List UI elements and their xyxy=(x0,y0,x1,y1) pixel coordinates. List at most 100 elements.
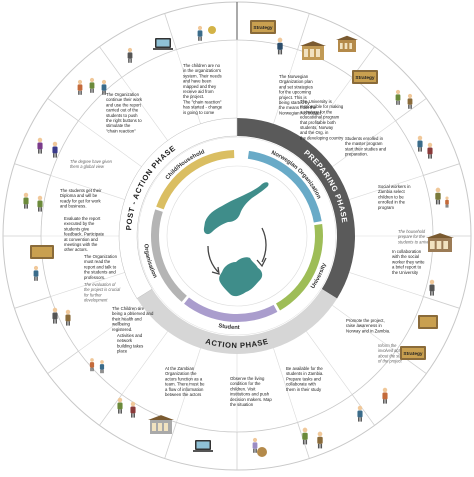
text-line: being a observed and xyxy=(112,311,154,316)
text-sector-divider xyxy=(121,77,168,141)
text-sectors xyxy=(41,40,433,432)
text-line: a flow of information xyxy=(165,387,204,392)
text-line: institutions and push xyxy=(230,392,270,397)
report-board-icon xyxy=(418,315,438,329)
text-line: between the actors xyxy=(165,392,201,397)
graduate-person-icon xyxy=(37,137,43,154)
network-person-icon xyxy=(117,397,123,414)
text-line: place xyxy=(117,349,128,354)
text-line: The University is xyxy=(300,99,332,104)
text-sector-divider xyxy=(349,272,424,297)
text-line: them in their study xyxy=(286,387,322,392)
text-line: and the Org. in xyxy=(300,130,329,135)
children-group-icon xyxy=(89,77,95,93)
student-person-icon xyxy=(65,309,71,326)
text-line: for the upcoming xyxy=(279,90,312,95)
household-house-icon xyxy=(426,233,454,252)
text-line: has started - change xyxy=(183,105,223,110)
text-line: carried out of the xyxy=(106,108,139,113)
text-line: Social workers in xyxy=(378,184,411,189)
child-aid-icon xyxy=(197,25,203,41)
text-line: development xyxy=(84,298,108,303)
text-line: The children are no xyxy=(183,63,221,68)
children-group-icon xyxy=(77,79,83,95)
text-sector-divider xyxy=(332,120,396,167)
sector-divider xyxy=(47,98,79,122)
text-line: continue their work xyxy=(106,97,143,102)
child-icon xyxy=(445,196,449,208)
text-line: meetings with the xyxy=(64,242,98,247)
laptop-icon xyxy=(193,440,213,452)
student-person-icon xyxy=(417,135,423,152)
text-line: ready for get for work xyxy=(60,198,101,203)
organisation-building-icon xyxy=(148,415,174,434)
text-line: responsible for making xyxy=(300,104,344,109)
text-line: registered. xyxy=(112,327,132,332)
report-board-icon xyxy=(30,245,54,259)
text-line: and have been xyxy=(183,79,212,84)
audience-person-icon xyxy=(357,405,363,422)
text-line: the project. xyxy=(183,94,204,99)
text-line: team. There must be xyxy=(165,382,205,387)
text-line: feedback. Participate xyxy=(64,232,105,237)
graduate-person-icon xyxy=(23,192,29,209)
text-line: students to push xyxy=(106,113,138,118)
text-sector-divider xyxy=(332,305,396,352)
text-line: a strategy for the xyxy=(300,109,333,114)
text-line: preparation. xyxy=(345,152,368,157)
text-line: At the Zambian xyxy=(165,366,195,371)
sector-divider xyxy=(164,422,177,459)
text-line: the University xyxy=(392,270,419,275)
text-line: Norwegian Aid budget xyxy=(279,110,322,115)
text-sector-divider xyxy=(273,49,298,124)
text-line: being started by xyxy=(279,100,310,105)
actor-band-organisation xyxy=(151,209,187,302)
zambia-map xyxy=(219,257,263,297)
text-line: is going to come xyxy=(183,110,215,115)
strategy-board-icon: Strategy xyxy=(400,346,426,360)
text-line: The Norwegian xyxy=(279,74,309,79)
text-line: children. Visit xyxy=(230,386,256,391)
text-line: that profitable both xyxy=(300,120,336,125)
text-line: the students and xyxy=(84,270,116,275)
cycle-arrow-right-head xyxy=(256,257,267,268)
child-icon xyxy=(99,360,105,374)
text-sector-divider xyxy=(273,348,298,423)
students-person-icon xyxy=(395,89,401,105)
text-line: and set strategies xyxy=(279,84,313,89)
text-line: The degree have given xyxy=(70,159,113,164)
wheelchair-icon xyxy=(257,447,267,457)
svg-text:Strategy: Strategy xyxy=(253,25,273,31)
text-line: The Organization xyxy=(84,254,118,259)
children-group-icon xyxy=(101,79,107,95)
actor-band-child_household xyxy=(156,150,235,210)
text-line: about the state xyxy=(378,353,406,358)
laptop-icon xyxy=(153,38,173,50)
text-line: receive aid from xyxy=(183,89,214,94)
text-line: mapped and they xyxy=(183,84,217,89)
text-line: The "chain reaction" xyxy=(183,99,222,104)
preparing-phase-band xyxy=(237,118,355,299)
network-person-icon xyxy=(130,401,136,418)
strategy-board-icon: Strategy xyxy=(352,70,378,84)
sector-divider xyxy=(164,13,177,50)
text-sector-divider xyxy=(121,331,168,395)
text-line: professors. xyxy=(84,275,105,280)
svg-text:Strategy: Strategy xyxy=(403,351,423,357)
text-line: involved actors xyxy=(378,348,405,353)
text-line: decision makers. Map xyxy=(230,397,272,402)
sector-divider xyxy=(297,13,310,50)
campus-building-icon xyxy=(336,35,358,52)
text-line: In collaboration xyxy=(392,249,422,254)
